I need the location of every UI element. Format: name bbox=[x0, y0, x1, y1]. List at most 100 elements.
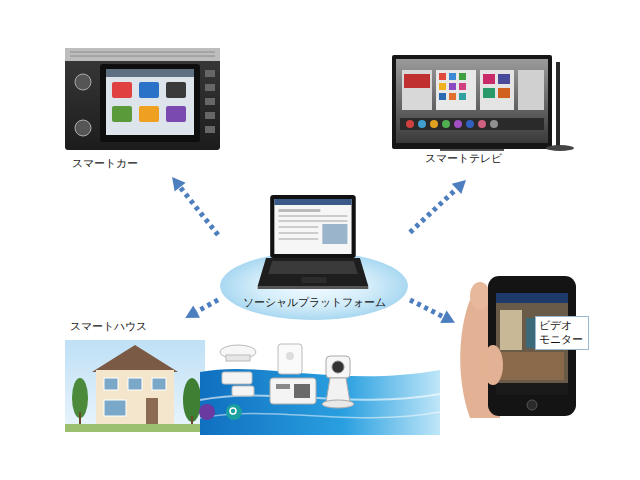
car-dashboard-part bbox=[70, 52, 215, 53]
smart-tv-part bbox=[546, 145, 574, 151]
car-dashboard-part bbox=[205, 84, 215, 91]
platform-hub: ソーシャルプラットフォーム bbox=[218, 192, 410, 322]
dotted-line bbox=[410, 300, 443, 317]
car-dashboard-part bbox=[100, 64, 200, 142]
smart-house-part bbox=[79, 412, 81, 424]
smart-tv-part bbox=[498, 74, 510, 84]
smart-tv-part bbox=[466, 120, 474, 128]
smart-tv-part bbox=[483, 74, 495, 84]
smart-tv bbox=[392, 55, 574, 151]
sensor-band-part bbox=[226, 404, 242, 420]
platform-ellipse-part bbox=[268, 261, 358, 274]
smart-house-part bbox=[152, 378, 166, 390]
dotted-line bbox=[180, 187, 218, 235]
smart-house-part bbox=[96, 370, 174, 424]
car-dashboard-part bbox=[166, 82, 186, 98]
smart-tv-part bbox=[418, 120, 426, 128]
smart-car: スマートカー bbox=[62, 45, 227, 177]
sensor-band-part bbox=[199, 404, 215, 420]
smart-house: スマートハウス bbox=[62, 318, 207, 433]
car-dashboard-part bbox=[205, 98, 215, 105]
dotted-arrow bbox=[410, 180, 466, 232]
node-label: スマートテレビ bbox=[425, 152, 502, 166]
smartphone-part bbox=[496, 383, 568, 395]
smart-tv-part bbox=[483, 88, 495, 98]
car-dashboard-part bbox=[75, 74, 91, 90]
smart-tv-part bbox=[392, 55, 552, 149]
smart-tv-part bbox=[480, 70, 514, 110]
smartphone-part bbox=[496, 293, 568, 303]
smart-tv-part bbox=[439, 93, 446, 100]
car-dashboard-part bbox=[205, 70, 215, 77]
sensors-part bbox=[226, 355, 250, 361]
smartphone-part bbox=[470, 282, 490, 310]
car-dashboard-part bbox=[139, 106, 159, 122]
car-dashboard bbox=[65, 48, 220, 150]
smart-tv-part bbox=[449, 83, 456, 90]
car-dashboard-part bbox=[139, 82, 159, 98]
sensor-band-part bbox=[200, 369, 440, 435]
sensors-part bbox=[286, 352, 294, 360]
smart-tv-part bbox=[459, 83, 466, 90]
car-dashboard-part bbox=[112, 106, 132, 122]
dotted-arrow bbox=[185, 300, 218, 318]
sensors-part bbox=[326, 356, 350, 378]
platform-ellipse-part bbox=[279, 238, 319, 240]
car-dashboard-part bbox=[65, 48, 220, 150]
phone-node: ビデオ モニター bbox=[455, 270, 593, 425]
platform-ellipse-part bbox=[274, 199, 351, 254]
car-dashboard-part bbox=[166, 106, 186, 122]
car-dashboard-part bbox=[205, 126, 215, 133]
dotted-line bbox=[410, 189, 456, 232]
smartphone-part bbox=[500, 352, 564, 380]
sensors bbox=[220, 344, 354, 408]
smart-house-part bbox=[104, 378, 118, 390]
sensors-part bbox=[222, 372, 252, 384]
car-dashboard-part bbox=[106, 69, 194, 77]
arrow-head bbox=[452, 180, 466, 194]
smart-tv-part bbox=[498, 88, 510, 98]
dotted-line bbox=[197, 300, 218, 312]
car-dashboard-part bbox=[65, 48, 220, 61]
platform-ellipse-part bbox=[322, 224, 347, 244]
smart-tv-part bbox=[440, 149, 504, 151]
platform-ellipse-part bbox=[258, 286, 369, 289]
smart-tv-part bbox=[439, 83, 446, 90]
sensors-part bbox=[326, 378, 350, 402]
smart-tv-part bbox=[459, 73, 466, 80]
node-label: ソーシャルプラットフォーム bbox=[218, 296, 410, 310]
smart-house-part bbox=[92, 345, 178, 372]
smart-tv-part bbox=[454, 120, 462, 128]
platform-ellipse-part bbox=[220, 252, 408, 320]
dotted-arrow bbox=[172, 177, 218, 235]
smart-tv-part bbox=[449, 73, 456, 80]
smart-house-part bbox=[146, 398, 158, 424]
smart-tv-part bbox=[442, 120, 450, 128]
car-dashboard-part bbox=[106, 69, 194, 135]
sensors-part bbox=[270, 378, 316, 404]
smartphone-part bbox=[500, 310, 522, 350]
sensors-part bbox=[294, 384, 310, 398]
smart-tv-part bbox=[436, 70, 476, 110]
smart-tv-part bbox=[439, 73, 446, 80]
platform-ellipse-part bbox=[279, 226, 319, 228]
smart-house-part bbox=[104, 400, 126, 416]
smart-tv: スマートテレビ bbox=[385, 50, 565, 180]
smartphone-part bbox=[527, 400, 537, 410]
sensors-part bbox=[332, 361, 344, 373]
car-dashboard-part bbox=[205, 112, 215, 119]
smart-tv-part bbox=[400, 118, 544, 130]
platform-ellipse-part bbox=[301, 277, 326, 283]
arrow-head bbox=[440, 311, 455, 323]
smart-tv-part bbox=[556, 62, 560, 146]
smart-house bbox=[65, 340, 205, 432]
sensors-part bbox=[232, 386, 254, 396]
smart-house-part bbox=[65, 340, 205, 432]
platform-ellipse-part bbox=[279, 209, 321, 212]
dotted-arrow bbox=[410, 300, 455, 323]
smart-house-part bbox=[128, 378, 142, 390]
platform-ellipse-part bbox=[279, 220, 348, 222]
platform-ellipse-part bbox=[274, 199, 351, 205]
platform-ellipse-part bbox=[258, 258, 369, 286]
